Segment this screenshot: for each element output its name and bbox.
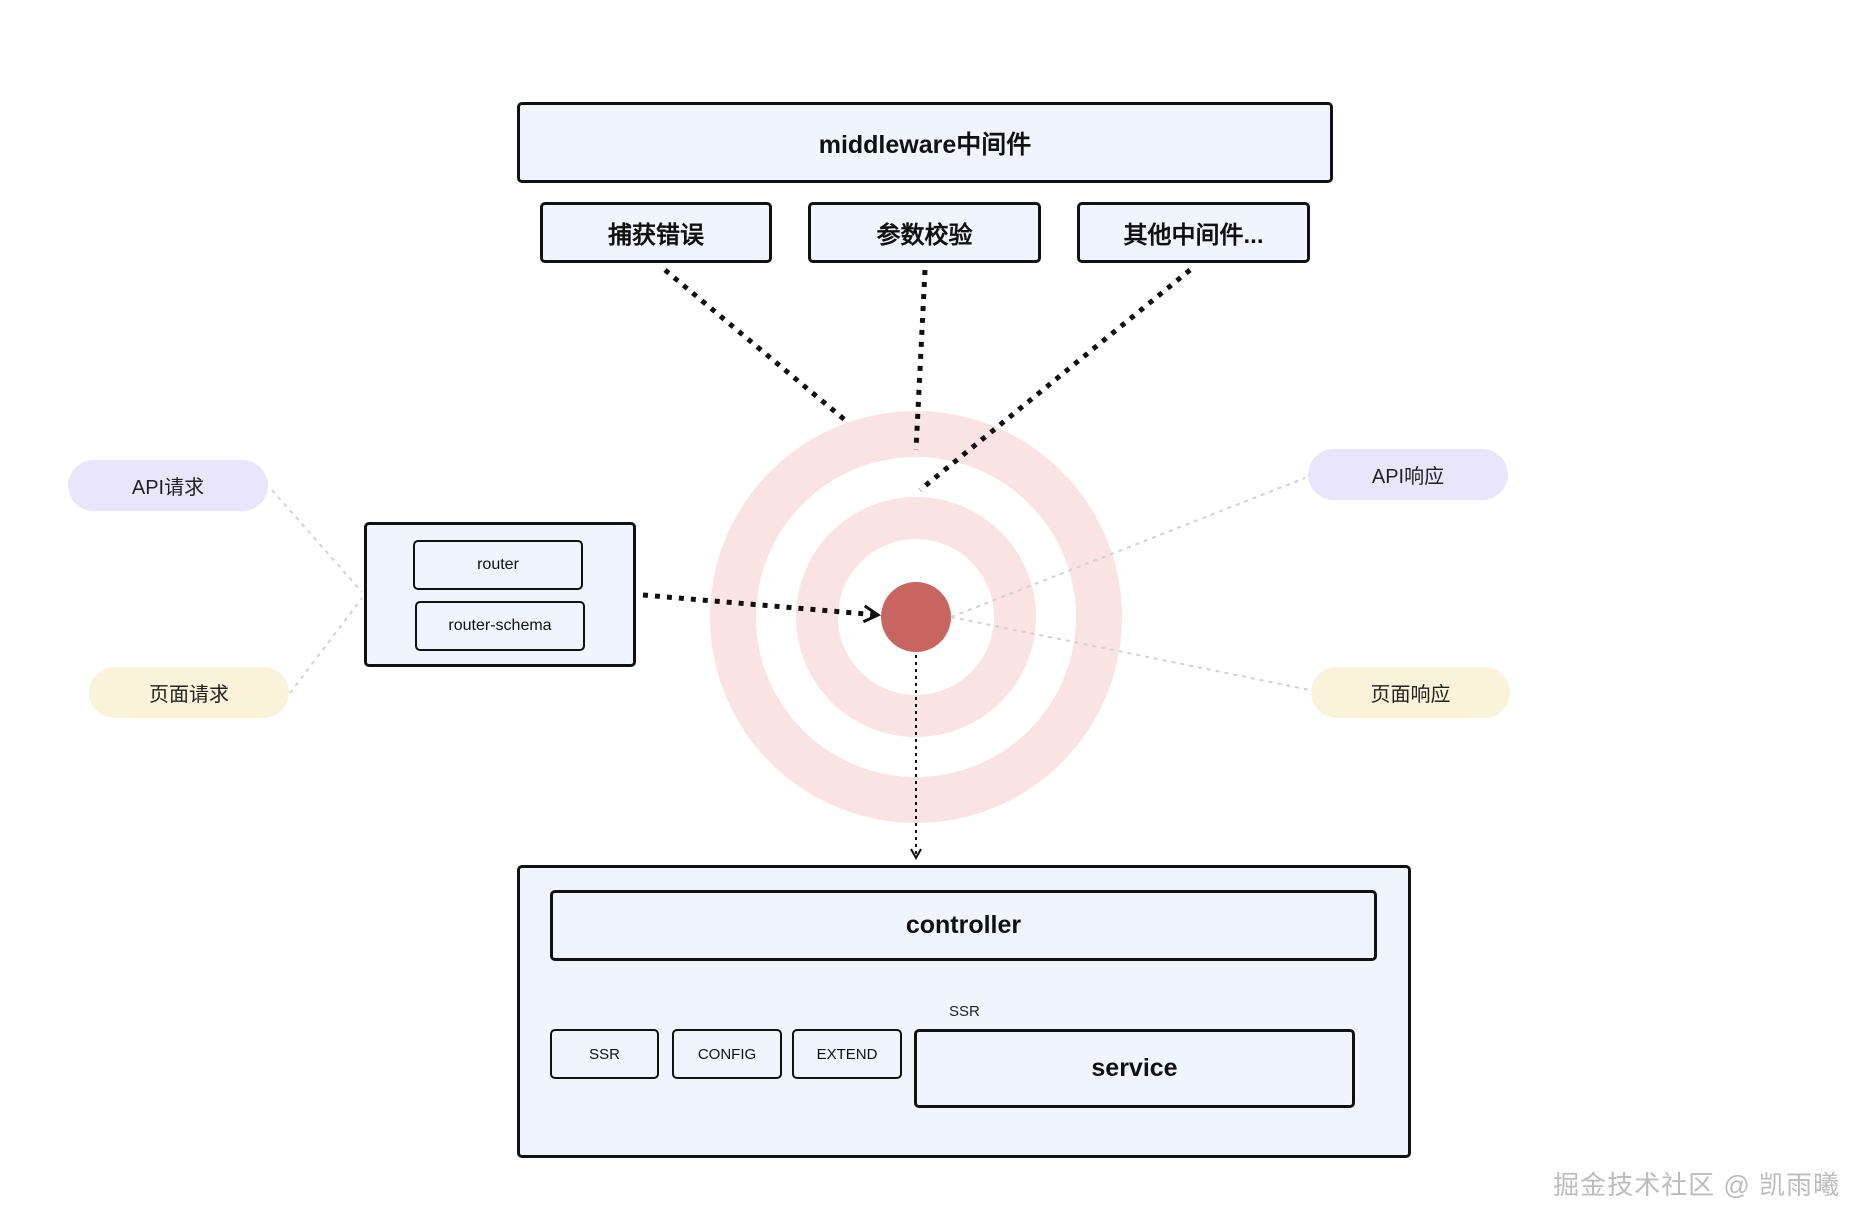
module-config[interactable]: CONFIG xyxy=(672,1029,782,1079)
page-request-pill[interactable]: 页面请求 xyxy=(89,667,289,718)
page-request-label: 页面请求 xyxy=(149,684,229,706)
router-schema-label: router-schema xyxy=(448,617,552,634)
router-label: router xyxy=(477,556,519,573)
middleware-item-catch-error[interactable]: 捕获错误 xyxy=(540,202,772,263)
watermark: 掘金技术社区 @ 凯雨曦 xyxy=(1553,1170,1840,1200)
controller-label: controller xyxy=(905,911,1022,939)
api-response-label: API响应 xyxy=(1371,466,1445,488)
target-rings xyxy=(710,411,1122,823)
module-label: SSR xyxy=(589,1045,620,1063)
controller-box[interactable]: controller xyxy=(550,890,1377,961)
module-ssr[interactable]: SSR xyxy=(550,1029,659,1079)
api-request-pill[interactable]: API请求 xyxy=(68,460,268,511)
page-response-label: 页面响应 xyxy=(1370,684,1451,706)
service-box[interactable]: service xyxy=(914,1029,1355,1108)
router-box[interactable]: router xyxy=(413,540,583,590)
middleware-item-label: 捕获错误 xyxy=(608,222,704,249)
middleware-box[interactable]: middleware中间件 xyxy=(517,102,1333,183)
ssr-caption: SSR xyxy=(949,1003,980,1020)
module-label: CONFIG xyxy=(697,1045,757,1063)
page-response-pill[interactable]: 页面响应 xyxy=(1311,667,1510,718)
middleware-links xyxy=(663,268,1192,492)
target-center xyxy=(881,582,951,652)
service-label: service xyxy=(1091,1054,1178,1082)
module-extend[interactable]: EXTEND xyxy=(792,1029,902,1079)
middleware-item-label: 参数校验 xyxy=(876,222,973,249)
router-schema-box[interactable]: router-schema xyxy=(415,601,585,651)
api-response-pill[interactable]: API响应 xyxy=(1308,449,1508,500)
api-request-label: API请求 xyxy=(131,477,205,499)
middleware-item-other[interactable]: 其他中间件... xyxy=(1077,202,1310,263)
router-to-target-arrow xyxy=(642,592,882,624)
middleware-item-label: 其他中间件... xyxy=(1123,222,1264,249)
middleware-item-param-validation[interactable]: 参数校验 xyxy=(808,202,1041,263)
middleware-title: middleware中间件 xyxy=(818,130,1032,159)
module-label: EXTEND xyxy=(816,1045,878,1063)
